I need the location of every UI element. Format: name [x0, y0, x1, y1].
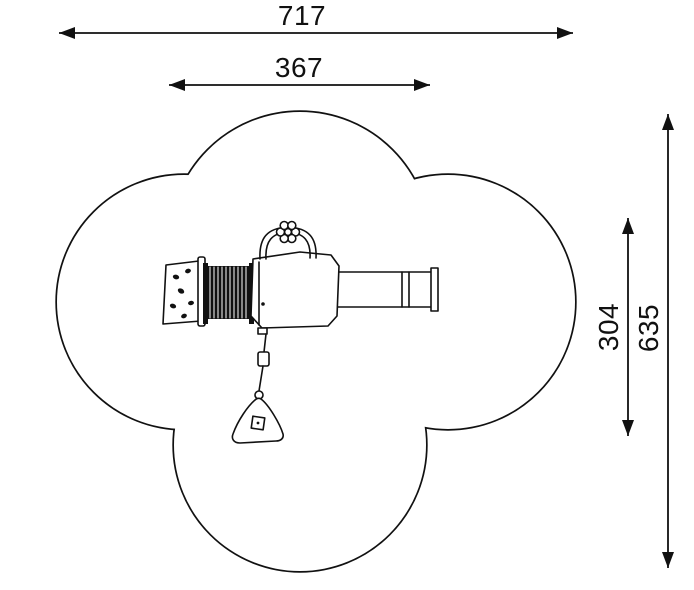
steering-wheel	[275, 220, 301, 244]
play-panel	[250, 251, 340, 335]
hanging-rope	[254, 333, 270, 400]
slide-tube	[335, 267, 439, 312]
climbing-holds	[169, 268, 194, 319]
slide-end-rim	[430, 267, 439, 312]
dimension-label-total-width: 717	[277, 0, 327, 31]
tunnel-corrugation	[209, 266, 247, 319]
climbing-wall-panel	[162, 256, 206, 327]
dimension-arrows	[59, 27, 674, 568]
safety-zone-fill	[57, 112, 575, 571]
dimension-label-total-height: 635	[633, 303, 664, 353]
crawl-tunnel	[203, 263, 254, 324]
swing-seat	[231, 397, 284, 444]
dimension-label-platform-width: 367	[274, 52, 324, 83]
dimension-label-inner-height: 304	[593, 302, 624, 352]
play-structure	[162, 220, 439, 444]
panel-foot	[257, 327, 268, 335]
